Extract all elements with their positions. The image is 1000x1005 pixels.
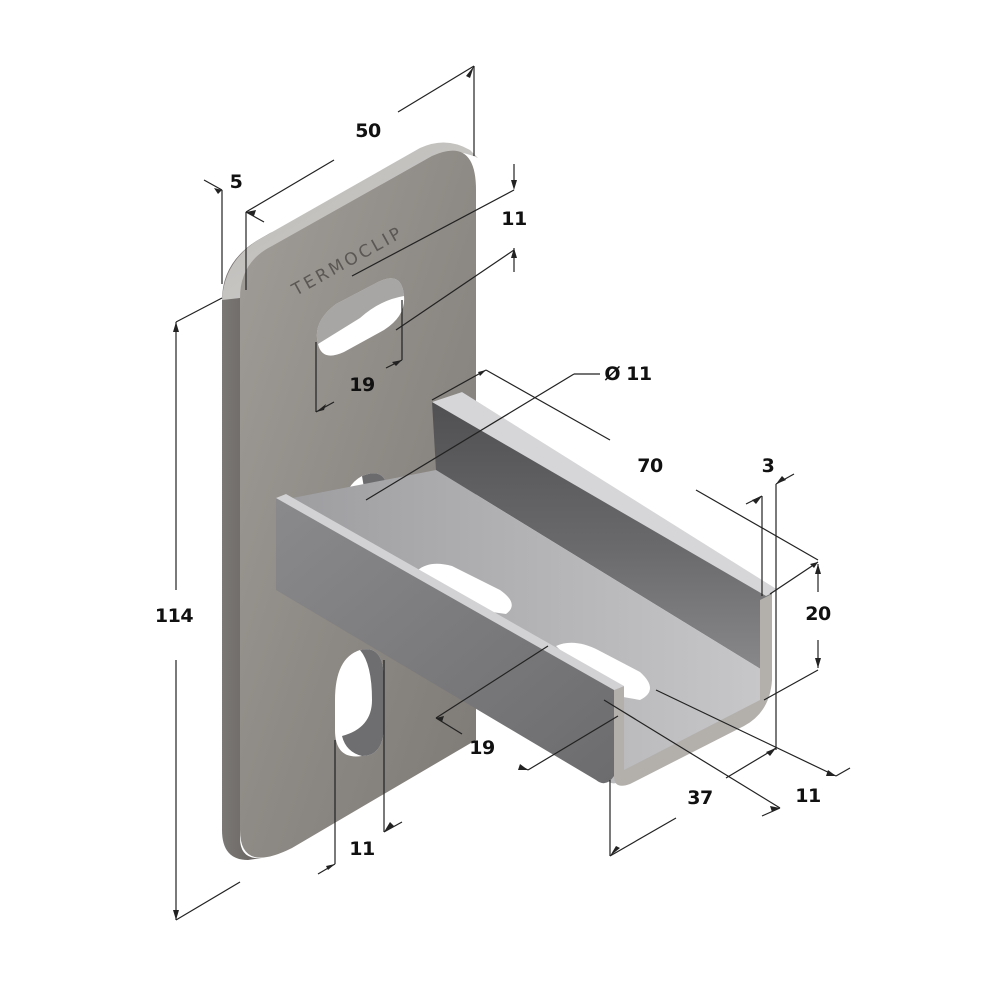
channel-floor — [282, 470, 772, 784]
channel-slot-1 — [418, 563, 512, 614]
dim-channel-thickness: 3 — [761, 455, 775, 477]
dim-bottom-slot-width: 11 — [349, 838, 375, 860]
dim-top-slot-length: 19 — [349, 374, 375, 396]
dim-top-slot-width: 11 — [501, 208, 527, 230]
plate-side-edge — [222, 232, 272, 860]
dimension-lines — [175, 65, 851, 921]
dim-channel-slot-width: 11 — [795, 785, 821, 807]
channel-front-wall — [276, 496, 614, 784]
channel-front-top-edge — [276, 494, 624, 690]
dimension-arrowheads — [173, 66, 836, 920]
dim-plate-thickness: 5 — [229, 171, 243, 193]
dim-arm-length: 70 — [637, 455, 663, 477]
dim-channel-slot-length: 19 — [469, 737, 495, 759]
channel-back-top-edge — [432, 392, 778, 596]
dim-channel-height: 20 — [805, 603, 831, 625]
dim-plate-height: 114 — [154, 605, 194, 627]
dim-channel-width: 37 — [687, 787, 713, 809]
dim-plate-width: 50 — [355, 120, 381, 142]
channel-end-profile — [614, 594, 772, 786]
channel-slot-2 — [556, 642, 650, 700]
channel-back-wall — [432, 392, 772, 676]
dim-hole-diameter: Ø 11 — [604, 363, 652, 385]
